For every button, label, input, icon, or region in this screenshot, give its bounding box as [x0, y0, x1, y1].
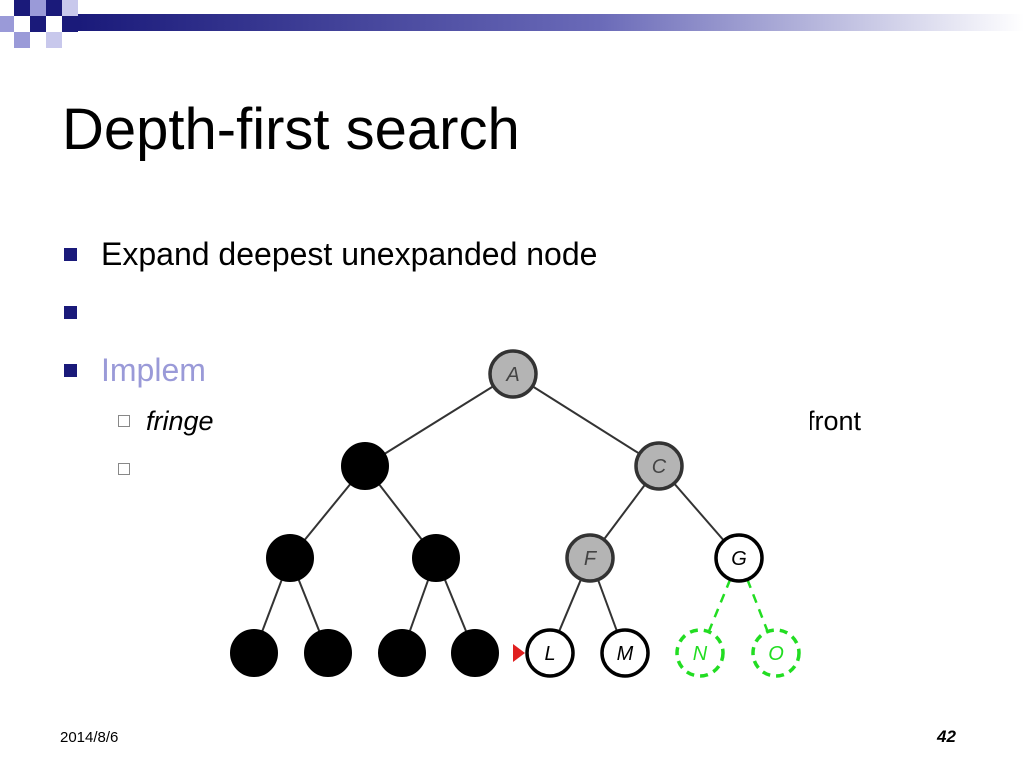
tree-edge-g-n	[707, 578, 732, 633]
tree-edge-b-e	[378, 483, 423, 541]
current-node-pointer-icon	[513, 644, 525, 662]
tree-node-label: N	[693, 643, 708, 665]
slide-title: Depth-first search	[62, 97, 520, 162]
tree-node-n: N	[675, 628, 725, 678]
tree-edge-b-d	[303, 483, 352, 541]
subbullet-marker	[118, 415, 130, 427]
footer-date: 2014/8/6	[60, 729, 119, 746]
tree-edge-a-b	[384, 385, 494, 455]
bullet-marker	[64, 364, 77, 377]
tree-edge-e-k	[443, 578, 468, 633]
tree-node-label: C	[652, 456, 667, 478]
search-tree-svg: A C F G L M N O	[230, 349, 801, 678]
tree-node-label: O	[768, 643, 784, 665]
tree-node-o: O	[751, 628, 801, 678]
bullet-marker	[64, 306, 77, 319]
tree-node-label: G	[731, 548, 747, 570]
tree-node-label: L	[544, 643, 555, 665]
tree-node-label: M	[617, 643, 634, 665]
subbullet-text: front	[807, 406, 862, 436]
bullet-text: Implem	[101, 352, 206, 388]
tree-edge-f-l	[558, 578, 582, 633]
tree-edge-f-m	[597, 579, 618, 632]
tree-node-g: G	[714, 533, 764, 583]
tree-node-e	[412, 534, 460, 582]
tree-node-a: A	[488, 349, 538, 399]
tree-node-label: F	[584, 548, 598, 570]
tree-node-f: F	[565, 533, 615, 583]
tree-edge-g-o	[746, 578, 769, 633]
tree-edge-d-h	[261, 579, 283, 632]
tree-edge-c-f	[602, 483, 647, 541]
tree-node-k	[451, 629, 499, 677]
tree-node-h	[230, 629, 278, 677]
tree-edge-c-g	[673, 482, 725, 542]
search-tree-diagram: A C F G L M N O	[222, 340, 810, 685]
tree-edge-a-c	[531, 385, 641, 455]
tree-node-c: C	[634, 441, 684, 491]
tree-edge-d-i	[297, 578, 321, 633]
page-number: 42	[937, 727, 956, 746]
tree-node-m: M	[600, 628, 650, 678]
tree-edge-e-j	[408, 579, 430, 632]
tree-node-d	[266, 534, 314, 582]
title-decoration-bar	[0, 0, 1024, 48]
tree-node-b	[341, 442, 389, 490]
subbullet-text: fringe	[146, 406, 214, 436]
tree-node-l: L	[525, 628, 575, 678]
tree-node-i	[304, 629, 352, 677]
subbullet-marker	[118, 463, 130, 475]
bullet-text: Expand deepest unexpanded node	[101, 236, 598, 272]
bullet-marker	[64, 248, 77, 261]
tree-node-j	[378, 629, 426, 677]
tree-node-label: A	[505, 364, 519, 386]
